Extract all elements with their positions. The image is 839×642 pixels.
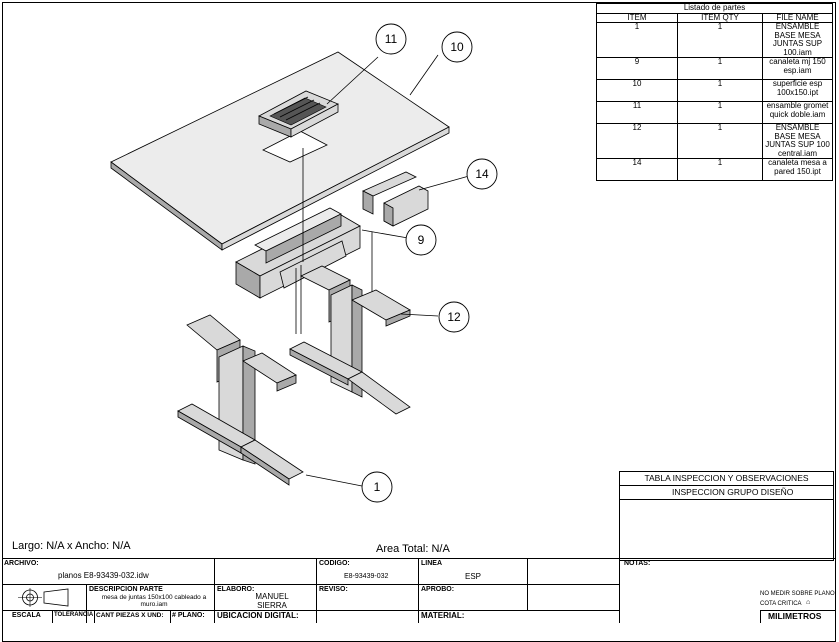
inspection-subtitle: INSPECCION GRUPO DISEÑO — [620, 486, 833, 500]
balloon-1: 1 — [361, 471, 393, 503]
cell-file: superficie esp 100x150.ipt — [762, 79, 833, 102]
cant-label: CANT PIEZAS X UND: — [96, 612, 164, 619]
cell-item: 14 — [596, 158, 678, 181]
balloon-14-text: 14 — [475, 167, 489, 181]
table-row: 14 1 canaleta mesa a pared 150.ipt — [596, 158, 833, 181]
ubicacion-label: UBICACION DIGITAL: — [217, 611, 299, 620]
balloon-14: 14 — [466, 158, 498, 190]
balloon-11: 11 — [375, 23, 407, 55]
escala-label: ESCALA — [12, 612, 41, 619]
center-base-part — [289, 265, 411, 415]
balloon-9-text: 9 — [418, 233, 425, 247]
cell-file: ENSAMBLE BASE MESA JUNTAS SUP 100 centra… — [762, 123, 833, 159]
cell-qty: 1 — [677, 22, 763, 58]
area-text: Area Total: N/A — [376, 543, 450, 555]
balloon-11-text: 11 — [385, 32, 398, 46]
aprobo-label: APROBO: — [421, 586, 455, 593]
cota-critica-text: COTA CRITICA — [760, 601, 802, 607]
balloon-12: 12 — [438, 301, 470, 333]
table-row: 1 1 ENSAMBLE BASE MESA JUNTAS SUP 100.ia… — [596, 22, 833, 58]
wall-channel-part — [362, 171, 429, 227]
tolerancia-label: TOLERANCIA — [54, 612, 94, 618]
archivo-label: ARCHIVO: — [4, 560, 39, 567]
balloon-1-text: 1 — [374, 480, 381, 494]
exploded-assembly-drawing: .pf { fill:#d9d9d9; stroke:#000; stroke-… — [110, 23, 498, 503]
table-row: 12 1 ENSAMBLE BASE MESA JUNTAS SUP 100 c… — [596, 123, 833, 159]
archivo-value: planos E8-93439-032.idw — [58, 571, 149, 580]
cell-qty: 1 — [677, 158, 763, 181]
cell-qty: 1 — [677, 57, 763, 80]
cell-qty: 1 — [677, 123, 763, 159]
parts-list-table: Listado de partes ITEM ITEM QTY FILE NAM… — [596, 3, 833, 181]
codigo-value: E8-93439-032 — [344, 573, 389, 580]
projection-symbol-icon — [18, 588, 69, 607]
linea-value: ESP — [465, 572, 482, 581]
cell-item: 12 — [596, 123, 678, 159]
cell-qty: 1 — [677, 79, 763, 102]
elaboro-label: ELABORO: — [217, 586, 255, 593]
cell-item: 11 — [596, 101, 678, 124]
plano-label: # PLANO: — [172, 612, 205, 619]
descripcion-value: mesa de juntas 150x100 cableado a muro.i… — [101, 594, 207, 608]
no-medir-text: NO MEDIR SOBRE PLANO — [760, 591, 835, 597]
table-row: 10 1 superficie esp 100x150.ipt — [596, 79, 833, 102]
cell-file: canaleta mesa a pared 150.ipt — [762, 158, 833, 181]
cell-file: ensamble gromet quick doble.iam — [762, 101, 833, 124]
codigo-label: CODIGO: — [319, 560, 350, 567]
inspection-table: TABLA INSPECCION Y OBSERVACIONES INSPECC… — [619, 471, 834, 561]
parts-list-caption: Listado de partes — [596, 3, 833, 14]
balloon-9: 9 — [405, 224, 437, 256]
material-label: MATERIAL: — [421, 611, 465, 620]
balloon-12-text: 12 — [447, 310, 461, 324]
tabletop-part — [110, 51, 450, 251]
linea-label: LINEA — [421, 560, 442, 567]
cell-item: 10 — [596, 79, 678, 102]
cell-item: 1 — [596, 22, 678, 58]
cell-qty: 1 — [677, 101, 763, 124]
title-block: ARCHIVO: planos E8-93439-032.idw CODIGO:… — [2, 558, 835, 623]
inspection-title: TABLA INSPECCION Y OBSERVACIONES — [620, 472, 833, 486]
table-row: 9 1 canaleta mj 150 esp.iam — [596, 57, 833, 80]
cell-item: 9 — [596, 57, 678, 80]
balloon-10-text: 10 — [450, 40, 464, 54]
balloon-10: 10 — [441, 31, 473, 63]
reviso-label: REVISO: — [319, 586, 348, 593]
cell-file: canaleta mj 150 esp.iam — [762, 57, 833, 80]
cell-file: ENSAMBLE BASE MESA JUNTAS SUP 100.iam — [762, 22, 833, 58]
notas-label: NOTAS: — [624, 560, 651, 567]
grommet-part — [258, 90, 339, 138]
critical-dimension-icon: ⌂ — [806, 599, 811, 606]
unidades-label: MILIMETROS — [768, 611, 822, 621]
front-base-part — [177, 314, 304, 486]
descripcion-label: DESCRIPCION PARTE — [89, 586, 163, 593]
table-row: 11 1 ensamble gromet quick doble.iam — [596, 101, 833, 124]
cable-tray-part — [235, 207, 361, 299]
size-text: Largo: N/A x Ancho: N/A — [12, 540, 131, 552]
elaboro-value: MANUEL SIERRA — [255, 592, 289, 610]
